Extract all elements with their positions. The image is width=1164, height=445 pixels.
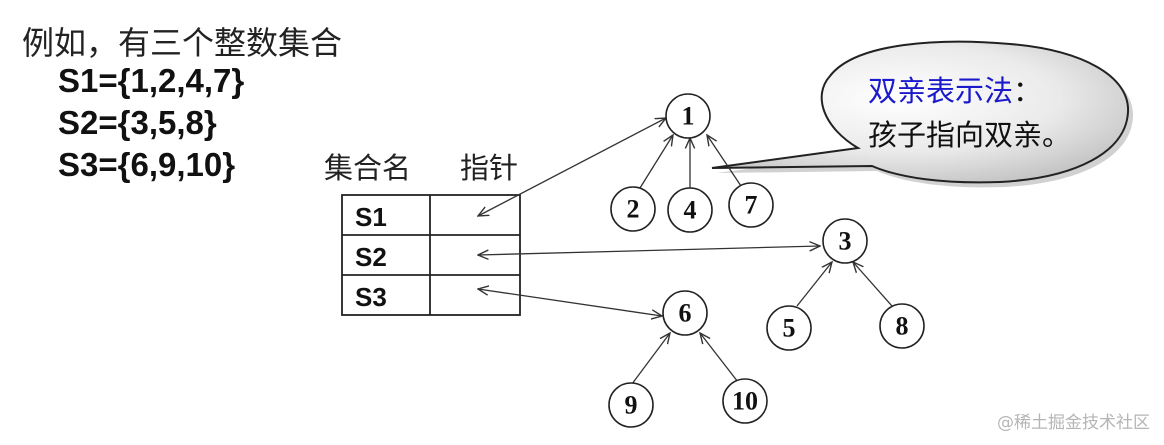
node-label-8: 8 — [896, 312, 909, 341]
node-label-1: 1 — [682, 102, 695, 131]
callout-title-line: 双亲表示法： — [868, 68, 1042, 110]
edge-10-to-6 — [700, 333, 739, 383]
node-circle-4 — [667, 187, 713, 233]
node-label-6: 6 — [679, 299, 692, 328]
edge-5-to-3 — [796, 262, 832, 307]
node-circle-2 — [610, 186, 656, 232]
node-label-5: 5 — [783, 314, 796, 343]
set-definition-s1: S1={1,2,4,7} — [58, 62, 245, 99]
node-circle-10 — [722, 378, 768, 424]
node-label-4: 4 — [684, 196, 697, 225]
table-row-label-s2: S2 — [355, 242, 387, 272]
table-header-set-name: 集合名 — [324, 151, 412, 185]
edge-9-to-6 — [631, 333, 670, 385]
callout-colon: ： — [1013, 74, 1043, 108]
intro-text: 例如，有三个整数集合 — [22, 24, 343, 62]
pointer-s2-to-3 — [478, 246, 820, 255]
node-circle-1 — [665, 93, 711, 139]
pointer-s1-to-1 — [478, 118, 666, 216]
node-label-2: 2 — [627, 195, 640, 224]
node-circle-7 — [728, 182, 774, 228]
node-label-10: 10 — [732, 387, 758, 416]
node-circle-3 — [822, 218, 868, 264]
edge-2-to-1 — [639, 135, 673, 189]
speech-bubble — [711, 40, 1134, 188]
watermark: @稀土掘金技术社区 — [997, 413, 1150, 433]
table-row-label-s3: S3 — [355, 282, 387, 312]
pointer-s3-to-6 — [478, 289, 662, 316]
edge-7-to-1 — [707, 135, 742, 187]
table-header-pointer: 指针 — [460, 151, 519, 185]
table-row-label-s1: S1 — [355, 202, 387, 232]
edge-8-to-3 — [853, 262, 893, 307]
node-circle-9 — [608, 382, 654, 428]
node-label-3: 3 — [839, 227, 852, 256]
node-circle-6 — [662, 290, 708, 336]
set-definition-s3: S3={6,9,10} — [58, 146, 236, 183]
set-definition-s2: S2={3,5,8} — [58, 104, 217, 141]
callout-title: 双亲表示法 — [868, 74, 1014, 108]
node-label-7: 7 — [745, 191, 758, 220]
callout-body: 孩子指向双亲。 — [868, 118, 1072, 152]
node-label-9: 9 — [625, 391, 638, 420]
node-circle-5 — [766, 305, 812, 351]
node-circle-8 — [879, 303, 925, 349]
